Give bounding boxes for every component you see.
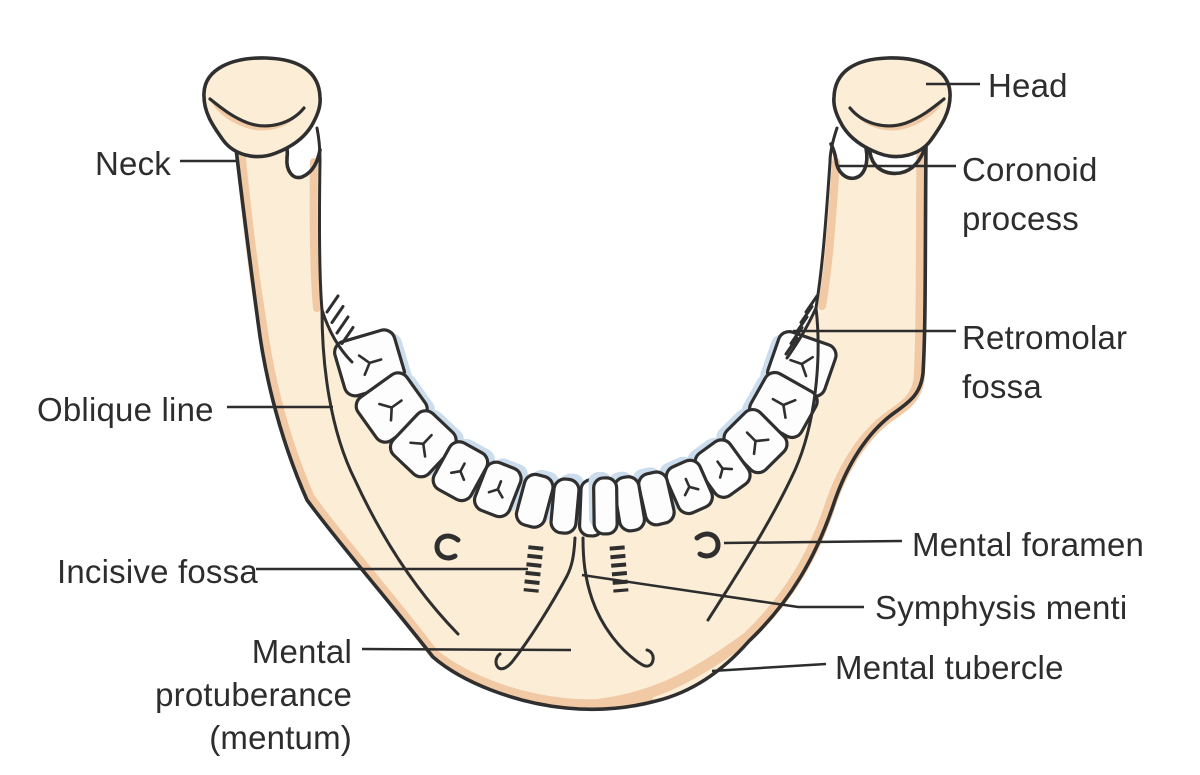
leader-symphysis-menti (581, 573, 864, 609)
label-head: Head (988, 67, 1068, 104)
leader-mental-foramen (723, 539, 903, 545)
hatch-mark (325, 294, 340, 314)
tooth-left-f (549, 473, 585, 535)
mandible-body (233, 138, 928, 712)
hatch-mark (799, 305, 814, 324)
left-oblique-line (320, 308, 460, 636)
symphysis-menti-line (494, 536, 577, 671)
hatch-mark (335, 315, 350, 335)
tooth-right-f (588, 471, 619, 536)
condyle-heads (202, 56, 952, 159)
left-anterior-border-line (315, 126, 324, 312)
leader-lines (180, 82, 980, 673)
tooth-left-c (514, 469, 560, 529)
label-coronoid-process: Coronoid process (962, 151, 1098, 237)
left-retromolar-border-line (320, 308, 354, 364)
right-anterior-border-line (814, 126, 839, 310)
label-mental-protuberance: Mental protuberance (mentum) (155, 633, 352, 756)
tooth-left-p (472, 458, 528, 519)
right-oblique-line (706, 306, 820, 622)
mandible-body-fill (235, 140, 926, 710)
hatch-mark (804, 294, 819, 314)
label-mental-foramen: Mental foramen (912, 526, 1145, 563)
label-incisive-fossa: Incisive fossa (57, 553, 258, 590)
symphysis-menti-line (581, 536, 655, 668)
hatch-mark (330, 305, 345, 324)
condyle-head-right (832, 56, 952, 159)
leader-mental-protuberance (361, 647, 572, 652)
leader-mental-tubercle (711, 662, 827, 673)
label-neck: Neck (95, 145, 171, 182)
hatch-mark (784, 336, 799, 356)
mental-foramen-left-mark (434, 533, 461, 561)
mental-foramina (434, 531, 721, 561)
hatch-mark (340, 326, 355, 345)
label-mental-tubercle: Mental tubercle (835, 649, 1064, 686)
mental-foramen-right-mark (694, 531, 721, 559)
tooth-arch (333, 328, 838, 538)
label-symphysis-menti: Symphysis menti (875, 589, 1128, 626)
right-retromolar-border-line (785, 306, 818, 360)
bone-shading (235, 145, 928, 710)
condyle-head-left (202, 56, 322, 159)
label-retromolar-fossa: Retromolar fossa (962, 319, 1128, 405)
label-oblique-line: Oblique line (37, 391, 214, 428)
feature-lines (315, 126, 839, 671)
